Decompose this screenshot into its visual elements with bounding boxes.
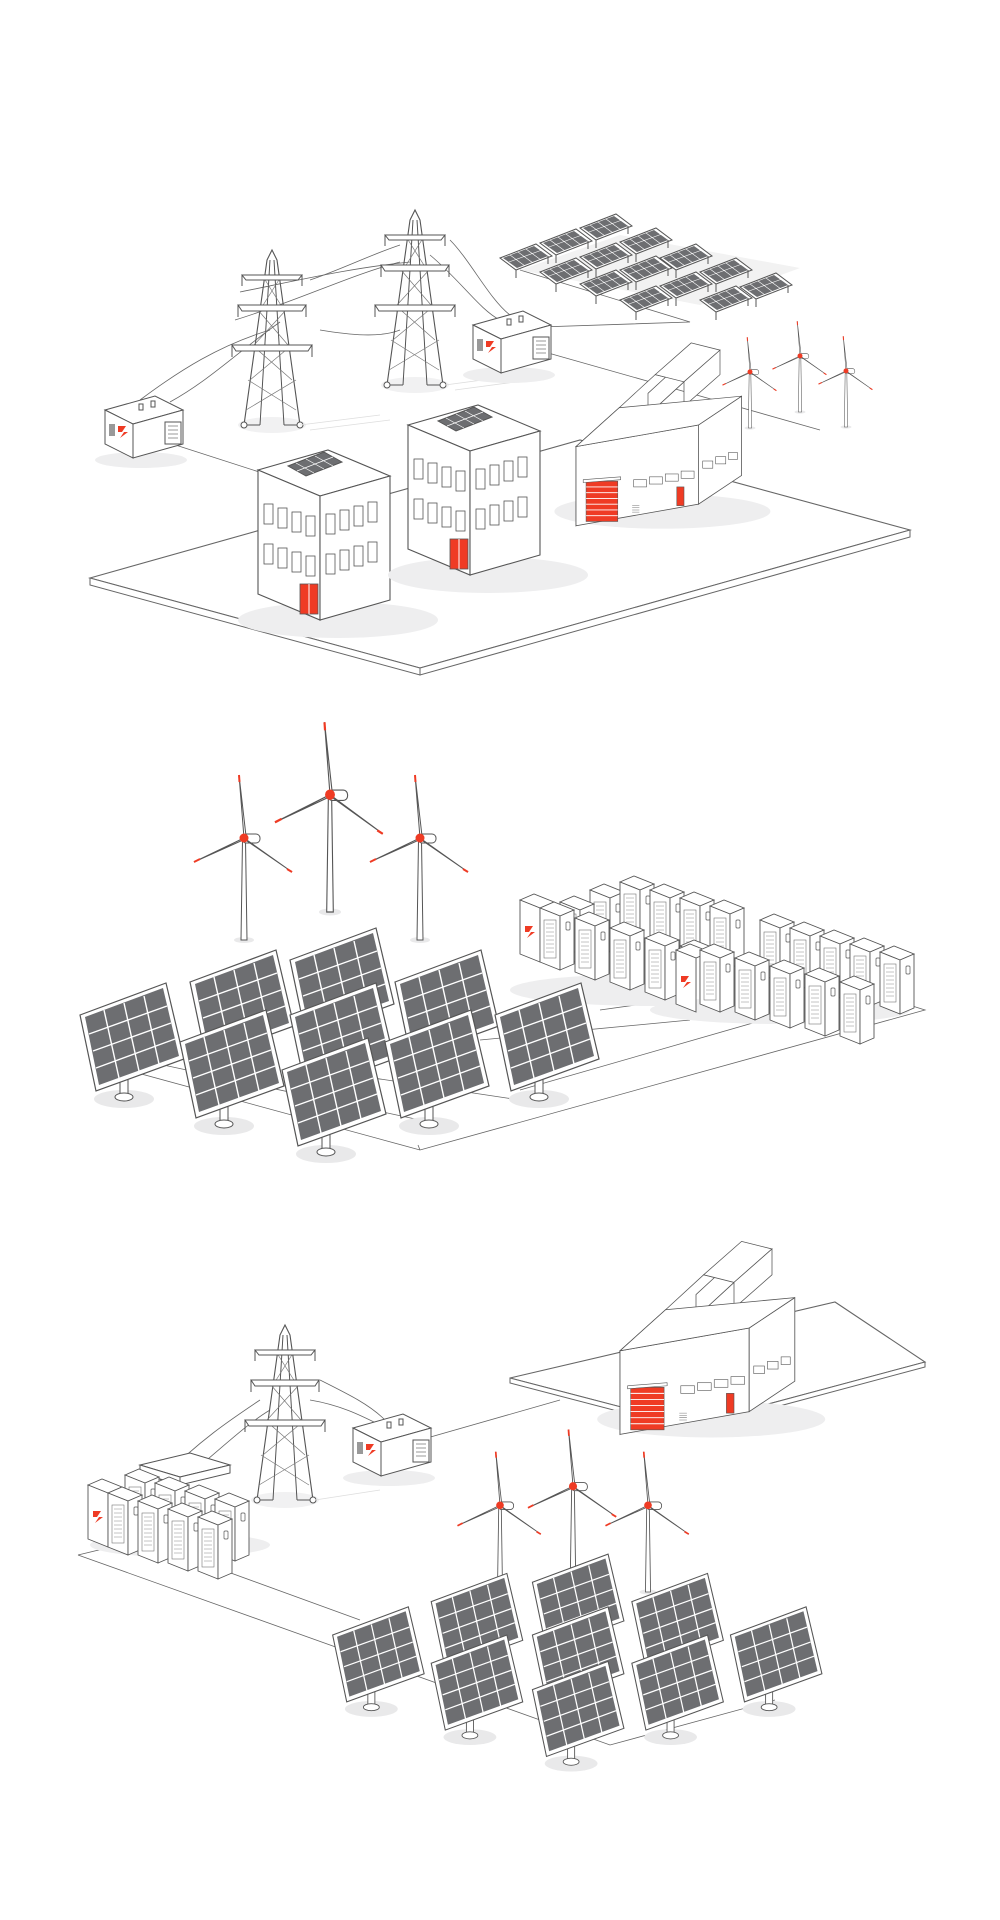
scene-renewable-storage-farm xyxy=(79,721,927,1164)
solar-array xyxy=(499,213,800,321)
scene-microgrid-factory xyxy=(77,1240,927,1773)
transformer xyxy=(95,396,187,468)
transmission-tower xyxy=(231,249,313,434)
transmission-tower xyxy=(374,209,456,394)
transmission-tower xyxy=(244,1324,326,1509)
scene-grid-connected-campus xyxy=(87,209,913,676)
solar-trackers xyxy=(79,927,600,1164)
battery-cabinets xyxy=(650,913,915,1045)
factory xyxy=(553,342,771,530)
solar-trackers xyxy=(332,1553,823,1773)
transformer xyxy=(343,1414,435,1486)
transformer xyxy=(463,311,555,383)
factory xyxy=(596,1240,826,1438)
battery-cabinets xyxy=(86,1452,270,1580)
wind-turbines xyxy=(193,721,469,944)
wind-turbines xyxy=(721,320,873,431)
